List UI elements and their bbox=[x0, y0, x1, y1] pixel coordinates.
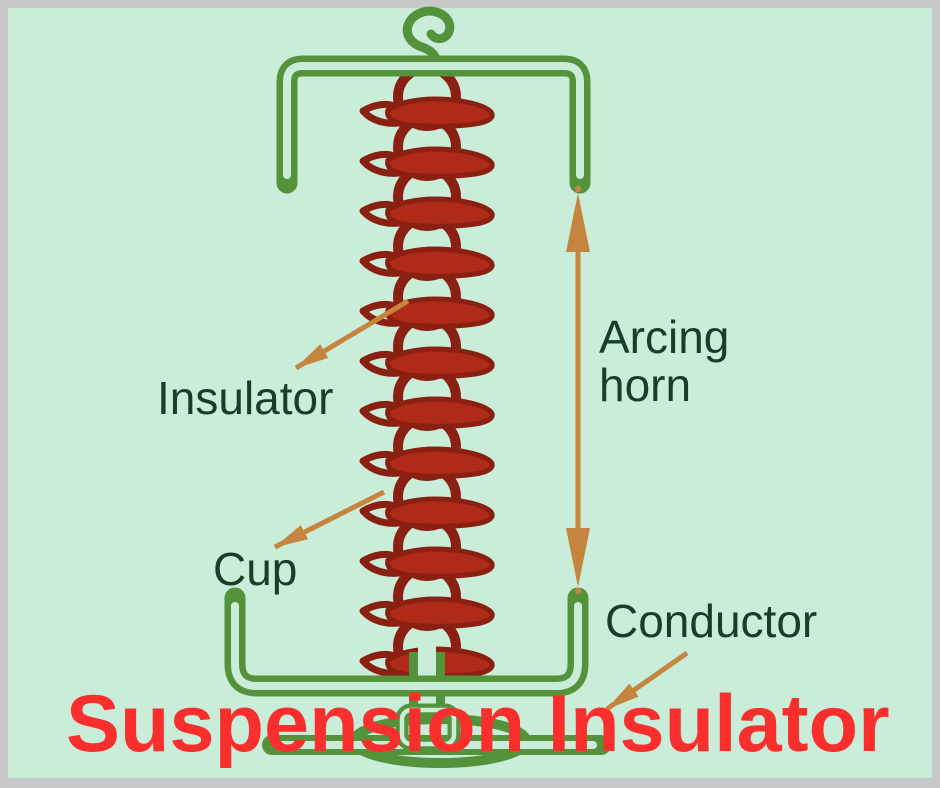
disc-lens bbox=[363, 149, 492, 176]
label-cup: Cup bbox=[213, 543, 298, 595]
label-insulator: Insulator bbox=[157, 372, 334, 424]
bottom-bracket bbox=[224, 587, 589, 697]
conductor-arrow bbox=[605, 650, 689, 712]
diagram-title: Suspension Insulator bbox=[66, 679, 890, 769]
disc-lens bbox=[363, 549, 492, 576]
disc-lens bbox=[363, 99, 492, 126]
disc-lens bbox=[363, 249, 492, 276]
disc-lens bbox=[363, 499, 492, 526]
diagram-background bbox=[8, 8, 932, 778]
top-bracket bbox=[276, 55, 591, 194]
insulator-stack bbox=[363, 68, 492, 676]
label-conductor: Conductor bbox=[605, 595, 818, 647]
cup-arrow bbox=[273, 489, 386, 550]
disc-lens bbox=[363, 199, 492, 226]
suspension-hook bbox=[402, 6, 455, 68]
label-arcing-horn: Arcing horn bbox=[599, 311, 730, 411]
insulator-arrow bbox=[294, 298, 410, 371]
disc-lens bbox=[363, 599, 492, 626]
disc-lens bbox=[363, 349, 492, 376]
disc-lens bbox=[363, 399, 492, 426]
arcing-horn-arrow bbox=[566, 185, 590, 595]
lenses-layer bbox=[363, 99, 492, 676]
disc-lens bbox=[363, 449, 492, 476]
disc-lens bbox=[363, 299, 492, 326]
clamp-square bbox=[395, 703, 461, 751]
